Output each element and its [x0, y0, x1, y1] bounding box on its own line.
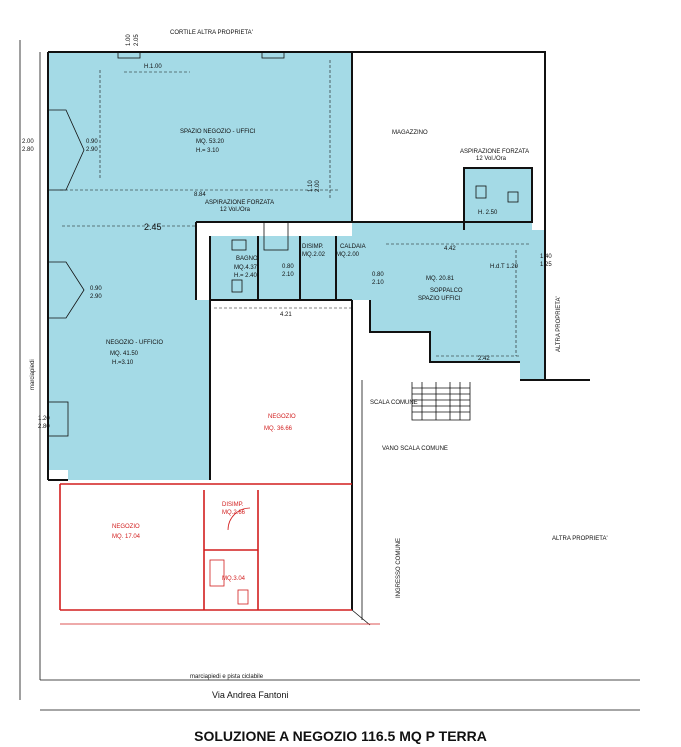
label-soppalco-area: MQ. 20.81 [426, 276, 455, 282]
wc-right [475, 185, 487, 199]
soppalco-bottom-wall [369, 300, 520, 363]
dim-text: H. 2.50 [478, 210, 498, 216]
shower [263, 221, 289, 251]
bay-windows [47, 51, 519, 437]
label-disimp: DISIMP. [302, 244, 324, 250]
dim-text: 2.10 [372, 280, 384, 286]
label-bagno-area: MQ.4.37 [234, 265, 258, 271]
label-negozio-red-area: MQ. 17.04 [112, 534, 141, 540]
dim-text: 2.00 [315, 180, 321, 192]
label-wc-red-area: MQ.3.04 [222, 576, 246, 582]
label-cortile: CORTILE ALTRA PROPRIETA' [170, 30, 253, 36]
magazzino-wall [352, 51, 546, 230]
label-bagno: BAGNO [236, 256, 258, 262]
label-disimp-red-area: MQ.2.66 [222, 510, 246, 516]
label-altra-proprieta-lower: ALTRA PROPRIETA' [552, 536, 608, 542]
dim-text: 0.80 [282, 264, 294, 270]
dim-text: 2.80 [38, 424, 50, 430]
stairs [411, 382, 471, 421]
label-caldaia-area: MQ.2.00 [336, 252, 360, 258]
dim-text: 8.84 [194, 192, 206, 198]
label-aspirazione-1b: 12 Vol./Ora [220, 207, 251, 213]
wc [231, 279, 243, 293]
label-magazzino: MAGAZZINO [392, 130, 428, 136]
dim-text: 1.20 [38, 416, 50, 422]
dim-text: 2.42 [478, 356, 490, 362]
dim-text: 2.90 [90, 294, 102, 300]
label-spazio-area: MQ. 53.20 [196, 139, 225, 145]
label-caldaia: CALDAIA [340, 244, 366, 250]
dim-text: 4.42 [444, 246, 456, 252]
dim-text: 2.05 [134, 34, 140, 46]
label-spazio-height: H.= 3.10 [196, 148, 220, 154]
window-top-1 [117, 51, 141, 59]
label-bagno-height: H.= 2.40 [234, 273, 258, 279]
label-aspirazione-2b: 12 Vol./Ora [476, 156, 507, 162]
dim-text: 0.90 [90, 286, 102, 292]
soppalco-fill [352, 222, 545, 380]
bay-window-2 [47, 261, 85, 319]
label-disimp-red: DISIMP. [222, 502, 244, 508]
label-negozio-ufficio-height: H.=3.10 [112, 360, 134, 366]
walls [19, 40, 640, 711]
label-spazio-uffici: SPAZIO UFFICI [418, 296, 461, 302]
red-sink [209, 559, 225, 587]
label-spazio-name: SPAZIO NEGOZIO - UFFICI [180, 129, 256, 135]
dim-text: H.d.T 1.20 [490, 264, 519, 270]
window-top-2 [261, 51, 285, 59]
dim-text: 0.90 [86, 139, 98, 145]
label-aspirazione-2: ASPIRAZIONE FORZATA [460, 149, 529, 155]
partition-spazio [196, 167, 533, 230]
dim-text: 1.10 [308, 180, 314, 192]
corridor-fill [210, 236, 300, 300]
red-wc [237, 589, 249, 605]
dim-text: 1.25 [540, 262, 552, 268]
dim-text: 2.10 [282, 272, 294, 278]
dimension-lines [60, 60, 530, 357]
label-negozio-ufficio-area: MQ. 41.50 [110, 351, 139, 357]
blue-areas [48, 52, 545, 480]
right-room-fill [464, 168, 532, 230]
red-area [59, 483, 380, 625]
label-negozio-center: NEGOZIO [268, 414, 296, 420]
label-ingresso-comune: INGRESSO COMUNE [396, 538, 402, 598]
label-vano-scala: VANO SCALA COMUNE [382, 446, 448, 452]
sink-right [507, 191, 519, 203]
stair-outline [411, 382, 471, 421]
label-marciapiedi: marciapiedi [30, 359, 36, 390]
label-marciapiedi-pista: marciapiedi e pista ciclabile [190, 674, 264, 680]
dim-text: 2.45 [144, 222, 162, 232]
dim-text: 0.80 [372, 272, 384, 278]
label-disimp-area: MQ.2.02 [302, 252, 326, 258]
label-negozio-ufficio: NEGOZIO - UFFICIO [106, 340, 163, 346]
sink [231, 239, 247, 251]
red-door-arc [227, 507, 251, 531]
window-3 [47, 401, 69, 437]
label-soppalco: SOPPALCO [430, 288, 463, 294]
label-negozio-center-area: MQ. 36.66 [264, 426, 293, 432]
dim-text: 2.00 [22, 139, 34, 145]
dim-text: 1.40 [540, 254, 552, 260]
door-swing-entry [351, 609, 371, 626]
dim-text: 2.90 [86, 147, 98, 153]
negozio-ufficio-fill [48, 236, 210, 480]
dim-text: H.1.00 [144, 64, 162, 70]
label-altra-proprieta-upper: ALTRA PROPRIETA' [556, 296, 562, 352]
label-negozio-red: NEGOZIO [112, 524, 140, 530]
page-title: SOLUZIONE A NEGOZIO 116.5 MQ P TERRA [194, 728, 487, 744]
label-aspirazione-1: ASPIRAZIONE FORZATA [205, 200, 274, 206]
label-via: Via Andrea Fantoni [212, 690, 288, 700]
dim-text: 2.80 [22, 147, 34, 153]
dim-text: 1.00 [126, 34, 132, 46]
label-scala-comune: SCALA COMUNE [370, 400, 418, 406]
bay-window-1 [47, 109, 85, 191]
dim-text: 4.21 [280, 312, 292, 318]
